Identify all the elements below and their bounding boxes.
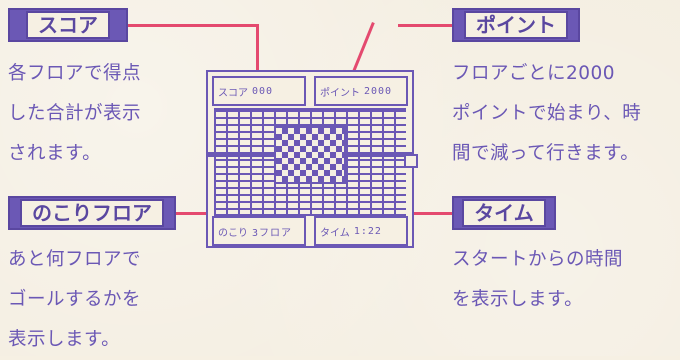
time-hud-label: タイム bbox=[320, 227, 350, 239]
score-leader-line-vertical bbox=[256, 24, 259, 90]
time-label-box: タイム bbox=[452, 196, 556, 230]
player-sprite bbox=[404, 154, 418, 168]
game-screen: スコア 000 ポイント 2000 のこり 3フロア タイム 1:22 bbox=[206, 70, 418, 248]
score-hud-label: スコア bbox=[218, 87, 248, 99]
score-hud: スコア 000 bbox=[212, 76, 306, 106]
remaining-floor-hud: のこり 3フロア bbox=[212, 216, 306, 246]
score-hud-value: 000 bbox=[252, 85, 274, 97]
remaining-floor-label-box: のこりフロア bbox=[8, 196, 176, 230]
point-leader-line bbox=[398, 24, 452, 27]
point-hud: ポイント 2000 bbox=[314, 76, 408, 106]
point-label: ポイント bbox=[464, 11, 568, 39]
remaining-floor-hud-label: のこり bbox=[218, 227, 248, 239]
point-hud-label: ポイント bbox=[320, 87, 360, 99]
time-description: スタートからの時間 を表示します。 bbox=[452, 249, 624, 310]
remaining-floor-description: あと何フロアで ゴールするかを 表示します。 bbox=[8, 249, 142, 350]
time-label: タイム bbox=[462, 199, 546, 227]
score-label-box: スコア bbox=[8, 8, 128, 42]
score-label: スコア bbox=[26, 11, 110, 39]
time-hud: タイム 1:22 bbox=[314, 216, 408, 246]
time-hud-value: 1:22 bbox=[353, 225, 382, 237]
goal-checker-block bbox=[274, 126, 346, 184]
score-description: 各フロアで得点 した合計が表示 されます。 bbox=[8, 63, 142, 164]
remaining-floor-hud-value: 3フロア bbox=[252, 227, 293, 239]
point-label-box: ポイント bbox=[452, 8, 580, 42]
remaining-floor-label: のこりフロア bbox=[20, 199, 164, 227]
time-leader-line bbox=[380, 212, 452, 215]
point-description: フロアごとに2000 ポイントで始まり、時 間で減って行きます。 bbox=[452, 63, 642, 164]
score-leader-line bbox=[128, 24, 258, 27]
point-hud-value: 2000 bbox=[364, 85, 393, 97]
